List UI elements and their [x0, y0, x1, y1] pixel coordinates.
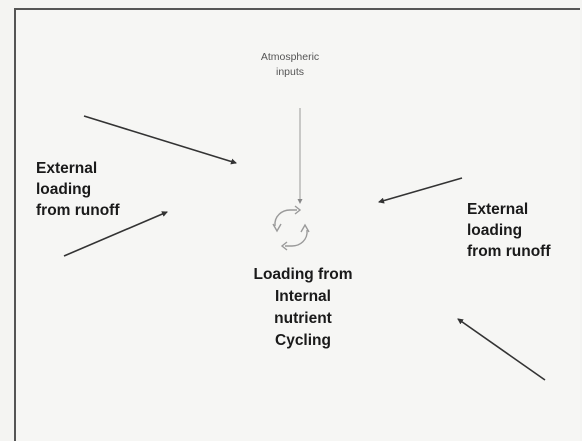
left-label-line-1: External: [36, 160, 98, 177]
right-label-line-2: loading: [467, 222, 523, 239]
recycle-cycle-icon: [272, 205, 310, 251]
arrow-right-upper: [378, 177, 463, 204]
left-label-line-3: from runoff: [36, 202, 120, 219]
center-label-line-2: Internal: [275, 288, 331, 305]
right-label-line-1: External: [467, 201, 529, 218]
atmospheric-line-2: inputs: [275, 66, 305, 78]
right-external-loading-label: External loading from runoff: [467, 199, 551, 262]
arrow-right-lower: [457, 318, 546, 381]
right-label-line-3: from runoff: [467, 243, 551, 260]
atmospheric-line-1: Atmospheric: [260, 51, 320, 63]
left-external-loading-label: External loading from runoff: [36, 158, 120, 221]
atmospheric-inputs-label: Atmospheric inputs: [245, 50, 335, 80]
diagram-frame: [14, 8, 580, 441]
arrow-left-upper: [83, 115, 237, 165]
center-label-line-4: Cycling: [275, 332, 331, 349]
center-label-line-3: nutrient: [274, 310, 332, 327]
internal-nutrient-cycling-label: Loading from Internal nutrient Cycling: [228, 264, 378, 352]
left-label-line-2: loading: [36, 181, 92, 198]
center-label-line-1: Loading from: [253, 266, 353, 283]
arrow-left-lower: [63, 211, 168, 257]
